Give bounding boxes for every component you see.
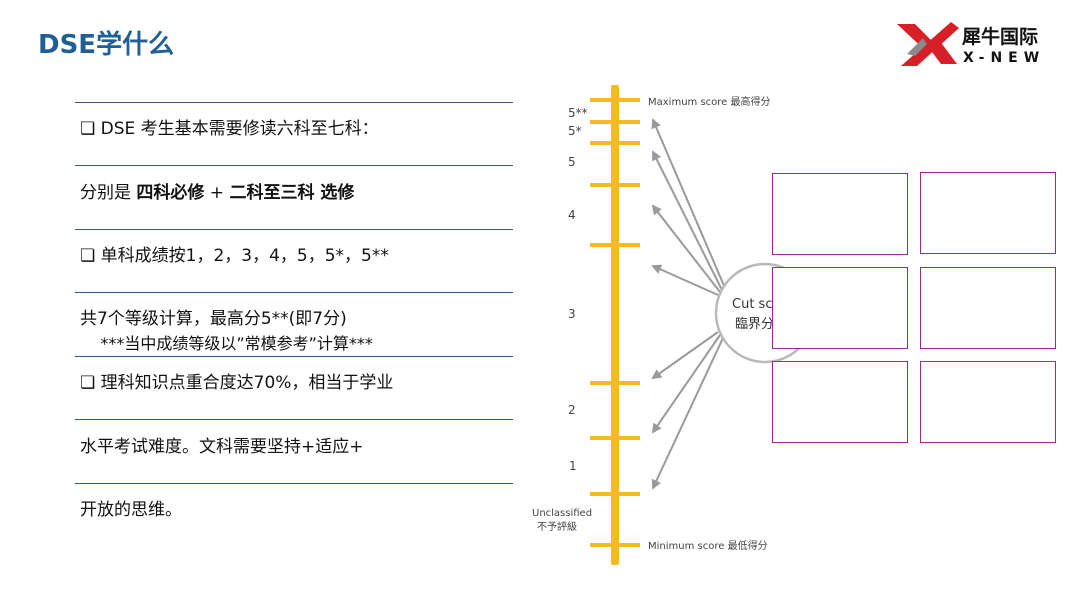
scale-tick	[590, 243, 640, 247]
cut-score-label-cn: 臨界分	[735, 317, 774, 332]
divider	[75, 102, 513, 103]
info-line: ❏ 理科知识点重合度达70%，相当于学业	[80, 368, 393, 393]
page-title: DSE学什么	[38, 30, 175, 60]
info-line: 共7个等级计算，最高分5**(即7分)	[80, 304, 347, 329]
unclassified-label-cn: 不予評級	[537, 520, 577, 533]
arrow	[651, 204, 721, 293]
divider	[75, 356, 513, 357]
empty-box	[772, 173, 908, 255]
scale-tick	[590, 120, 640, 124]
arrow	[651, 118, 726, 289]
arrow	[651, 264, 719, 296]
logo-name-cn: 犀牛国际	[962, 26, 1039, 48]
info-line-segment: ❏ 单科成绩按1，2，3，4，5，5*，5**	[80, 246, 389, 266]
scale-tick	[590, 183, 640, 187]
info-line-segment: +	[204, 183, 230, 203]
info-line-segment: 开放的思维。	[80, 500, 182, 520]
info-line-segment: 四科必修	[136, 183, 205, 203]
info-line-segment: 共7个等级计算，最高分5**(即7分)	[80, 309, 347, 329]
logo-name-en: X-NEW	[963, 50, 1046, 66]
scale-tick	[590, 436, 640, 440]
info-line-segment: ❏ 理科知识点重合度达70%，相当于学业	[80, 373, 394, 393]
grade-label: 3	[568, 307, 576, 321]
max-score-label: Maximum score 最高得分	[648, 95, 771, 108]
arrow	[651, 331, 719, 380]
cut-score-label-en: Cut sc	[732, 297, 772, 312]
grade-label: 5	[568, 155, 576, 169]
brand-logo-icon	[897, 22, 959, 66]
scale-ticks	[590, 98, 640, 547]
grade-label: 1	[569, 459, 577, 473]
arrow	[651, 334, 721, 434]
info-line: ***当中成绩等级以”常模参考”计算***	[80, 330, 373, 354]
empty-box	[920, 361, 1056, 443]
arrow	[651, 337, 724, 490]
info-line: 开放的思维。	[80, 495, 182, 520]
divider	[75, 292, 513, 293]
info-line-segment: 分别是	[80, 183, 137, 203]
unclassified-label-en: Unclassified	[532, 508, 592, 519]
scale-tick	[590, 98, 640, 102]
empty-box	[920, 267, 1056, 349]
divider	[75, 165, 513, 166]
info-line-segment: ***当中成绩等级以”常模参考”计算***	[80, 334, 373, 353]
scale-tick	[590, 141, 640, 145]
info-line: 分别是 四科必修 + 二科至三科 选修	[80, 178, 354, 203]
scale-tick	[590, 543, 640, 547]
empty-box	[920, 172, 1056, 254]
empty-box	[772, 267, 908, 349]
divider	[75, 229, 513, 230]
info-line: ❏ DSE 考生基本需要修读六科至七科：	[80, 114, 379, 139]
grade-label: 4	[568, 208, 576, 222]
divider	[75, 483, 513, 484]
scale-tick	[590, 492, 640, 496]
info-line: ❏ 单科成绩按1，2，3，4，5，5*，5**	[80, 241, 389, 266]
info-line-segment: ❏ DSE 考生基本需要修读六科至七科：	[80, 119, 379, 139]
x-mark-icon	[897, 22, 959, 66]
arrow	[652, 150, 723, 291]
info-line: 水平考试难度。文科需要坚持+适应+	[80, 432, 364, 457]
divider	[75, 419, 513, 420]
score-scale-bar	[611, 85, 619, 565]
grade-label: 2	[568, 403, 576, 417]
info-line-segment: 水平考试难度。文科需要坚持+适应+	[80, 437, 364, 457]
info-line-segment: 二科至三科 选修	[229, 183, 355, 203]
min-score-label: Minimum score 最低得分	[648, 539, 768, 552]
cut-score-arrows	[651, 118, 726, 490]
grade-label: 5**	[568, 106, 588, 120]
grade-label: 5*	[568, 124, 582, 138]
empty-box	[772, 361, 908, 443]
scale-tick	[590, 381, 640, 385]
